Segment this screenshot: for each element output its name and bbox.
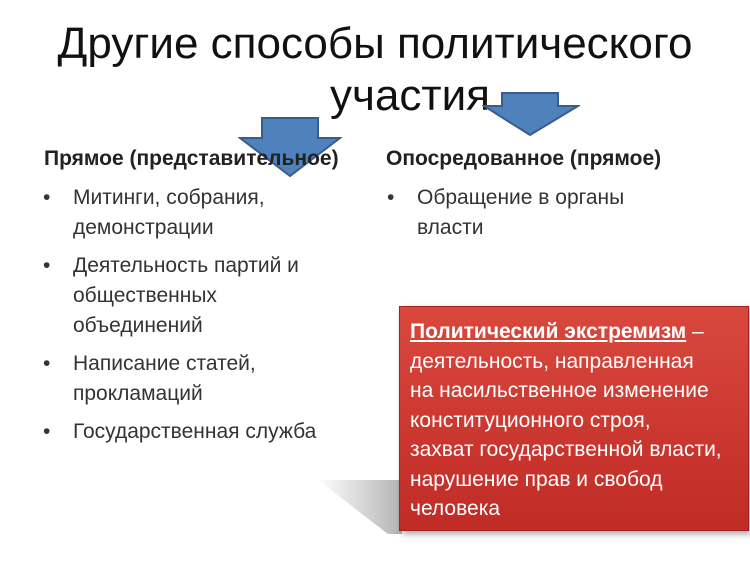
term-dash: – <box>686 320 704 343</box>
list-item: Государственная служба <box>42 417 362 447</box>
direct-participation-heading: Прямое (представительное) <box>44 147 339 170</box>
title-line-1: Другие способы политического <box>57 19 693 68</box>
box-shadow-shape <box>318 480 402 534</box>
list-item: Обращение в органы власти <box>386 183 726 243</box>
direct-participation-list: Митинги, собрания, демонстрации Деятельн… <box>42 183 362 455</box>
list-item: Деятельность партий и общественных объед… <box>42 251 362 341</box>
definition-line: конституционного строя, <box>410 408 651 432</box>
definition-line: деятельность, направленная <box>410 349 694 373</box>
definition-line: нарушение прав и свобод <box>410 467 663 491</box>
extremism-definition-box: Политический экстремизм – деятельность, … <box>399 306 749 531</box>
indirect-participation-heading: Опосредованное (прямое) <box>386 147 662 170</box>
title-line-2: участия <box>330 71 490 120</box>
definition-line: на насильственное изменение <box>410 379 709 402</box>
definition-line: захват государственной власти, <box>410 438 722 461</box>
extremism-term: Политический экстремизм <box>410 320 687 343</box>
indirect-participation-list: Обращение в органы власти <box>386 183 726 251</box>
list-item: Митинги, собрания, демонстрации <box>42 183 362 243</box>
definition-line: человека <box>410 497 501 520</box>
down-arrow-icon <box>482 92 580 137</box>
down-arrow-icon <box>238 117 342 178</box>
list-item: Написание статей, прокламаций <box>42 349 362 409</box>
slide-title: Другие способы политического участия <box>0 18 750 122</box>
